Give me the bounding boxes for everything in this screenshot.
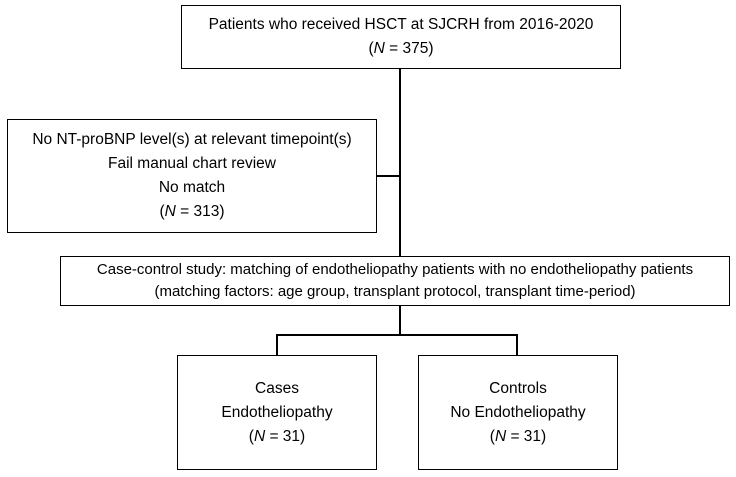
count-value: = 375) bbox=[384, 40, 434, 57]
exclusion-reason-2: Fail manual chart review bbox=[108, 155, 276, 172]
enrolled-patients-box: Patients who received HSCT at SJCRH from… bbox=[181, 5, 621, 69]
controls-title: Controls bbox=[489, 379, 547, 397]
count-symbol: N bbox=[253, 427, 266, 445]
count-value: = 31) bbox=[265, 427, 306, 445]
cases-box: Cases Endotheliopathy (N = 31) bbox=[177, 355, 377, 470]
count-symbol: N bbox=[494, 427, 507, 445]
cases-condition: Endotheliopathy bbox=[221, 403, 333, 421]
count-open: ( bbox=[248, 427, 254, 445]
matching-factors: (matching factors: age group, transplant… bbox=[154, 283, 636, 300]
connector-split-horizontal bbox=[276, 334, 517, 336]
count-value: = 313) bbox=[175, 203, 225, 220]
cases-title: Cases bbox=[255, 379, 299, 397]
controls-count: (N = 31) bbox=[490, 425, 546, 449]
controls-condition: No Endotheliopathy bbox=[450, 403, 586, 421]
connector-to-cases bbox=[276, 334, 278, 355]
enrolled-patients-label: Patients who received HSCT at SJCRH from… bbox=[208, 16, 594, 33]
enrolled-patients-count: (N = 375) bbox=[368, 37, 433, 61]
count-symbol: N bbox=[164, 203, 176, 220]
cases-count: (N = 31) bbox=[249, 425, 305, 449]
excluded-patients-count: (N = 313) bbox=[159, 200, 224, 224]
controls-box: Controls No Endotheliopathy (N = 31) bbox=[418, 355, 618, 470]
count-open: ( bbox=[489, 427, 495, 445]
count-symbol: N bbox=[373, 40, 385, 57]
exclusion-reason-3: No match bbox=[158, 179, 226, 196]
case-control-description: Case-control study: matching of endothel… bbox=[96, 261, 694, 278]
connector-exclusion-branch bbox=[377, 175, 400, 177]
case-control-study-box: Case-control study: matching of endothel… bbox=[60, 256, 730, 306]
excluded-patients-box: No NT-proBNP level(s) at relevant timepo… bbox=[7, 119, 377, 233]
count-value: = 31) bbox=[506, 427, 547, 445]
count-open: ( bbox=[159, 203, 165, 220]
connector-casecontrol-down bbox=[399, 306, 401, 335]
connector-top-to-casecontrol bbox=[399, 69, 401, 256]
count-open: ( bbox=[368, 40, 374, 57]
exclusion-reason-1: No NT-proBNP level(s) at relevant timepo… bbox=[32, 131, 352, 148]
connector-to-controls bbox=[516, 334, 518, 355]
